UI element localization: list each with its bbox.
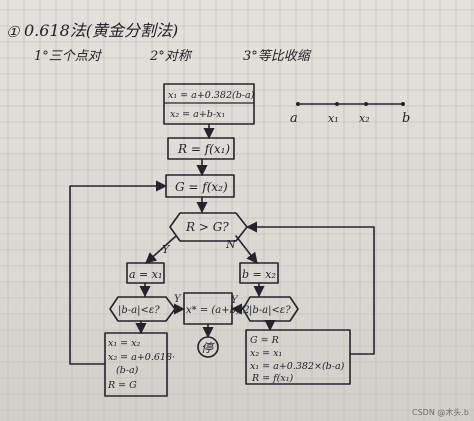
- update-left-line-2: x₂ = a+0.618·: [108, 352, 175, 363]
- update-left-line-3: (b-a): [116, 365, 139, 376]
- page-title: 0.618法(黄金分割法): [24, 21, 178, 40]
- decision-node: R > G?: [169, 212, 248, 242]
- loop-left: [69, 180, 168, 365]
- label-x2: x₂: [359, 112, 370, 125]
- point-b: [401, 102, 405, 106]
- point-a: [296, 102, 300, 106]
- init-box: x₁ = a+0.382(b-a) x₂ = a+b-x₁: [163, 83, 255, 125]
- no-label: N: [225, 238, 236, 251]
- title-number: ①: [6, 23, 21, 41]
- label-b: b: [402, 111, 410, 126]
- watermark: CSDN @木头.b: [412, 407, 469, 417]
- point-x2: [364, 102, 368, 106]
- label-x1: x₁: [328, 112, 339, 125]
- tol-right-text: |b-a|<ε?: [249, 305, 291, 316]
- update-right-line-2: x₂ = x₁: [250, 348, 282, 359]
- title-block: ① 0.618法(黄金分割法): [6, 21, 178, 41]
- eval-r-text: R = f(x₁): [177, 142, 230, 156]
- decision-text: R > G?: [185, 220, 229, 234]
- eval-g-text: G = f(x₂): [175, 180, 228, 194]
- update-right-box: G = R x₂ = x₁ x₁ = a+0.382×(b-a) R = f(x…: [245, 329, 351, 385]
- point-x1: [335, 102, 339, 106]
- tol-right-yes: Y: [231, 295, 239, 306]
- result-text: x* = (a+b)/2: [186, 305, 250, 316]
- update-left-line-1: x₁ = x₂: [108, 338, 141, 349]
- update-right-line-1: G = R: [250, 335, 279, 346]
- result-box: x* = (a+b)/2: [183, 292, 250, 325]
- update-left-line-4: R = G: [107, 380, 137, 391]
- assign-left-text: a = x₁: [129, 268, 162, 281]
- init-x1-text: x₁ = a+0.382(b-a): [168, 90, 255, 101]
- steps-row: 1°三个点对 2°对称 3°等比收缩: [34, 49, 312, 64]
- tol-left-text: |b-a|<ε?: [118, 305, 160, 316]
- step-2: 2°对称: [149, 49, 193, 64]
- tol-left-yes: Y: [174, 294, 182, 305]
- update-left-box: x₁ = x₂ x₂ = a+0.618· (b-a) R = G: [104, 332, 175, 397]
- end-text: 停: [201, 341, 215, 355]
- update-right-line-4: R = f(x₁): [251, 373, 294, 384]
- eval-r-box: R = f(x₁): [167, 137, 235, 160]
- tol-right-node: |b-a|<ε?: [242, 296, 299, 322]
- number-line: a x₁ x₂ b: [290, 102, 410, 126]
- label-a: a: [290, 111, 298, 126]
- yes-label: Y: [162, 243, 171, 256]
- loop-right: [245, 221, 375, 355]
- assign-right-text: b = x₂: [242, 268, 276, 281]
- end-node: 停: [197, 336, 219, 358]
- step-3: 3°等比收缩: [243, 49, 312, 64]
- init-x2-text: x₂ = a+b-x₁: [170, 109, 225, 120]
- step-1: 1°三个点对: [34, 49, 103, 64]
- update-right-line-3: x₁ = a+0.382×(b-a): [250, 361, 345, 372]
